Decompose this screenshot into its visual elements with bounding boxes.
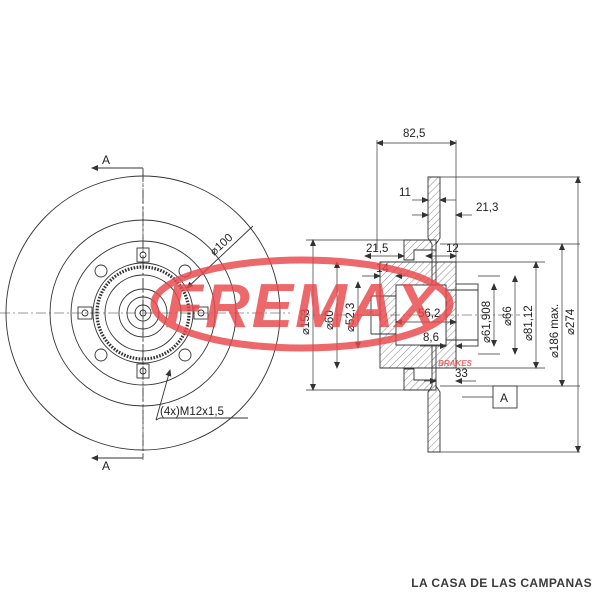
- front-view: [0, 165, 290, 461]
- section-label-bottom: A: [102, 459, 110, 473]
- hat-section-top: [403, 239, 437, 261]
- footer-credit: LA CASA DE LAS CAMPANAS: [411, 576, 592, 590]
- dim-disc-thickness: 11: [399, 187, 411, 199]
- side-view: [300, 176, 520, 453]
- datum-label: A: [500, 391, 508, 405]
- dim-dia-274: ⌀274: [565, 308, 577, 335]
- dim-hat-12: 12: [446, 243, 459, 255]
- dim-overall-width: 82,5: [403, 128, 425, 140]
- dim-bore-8-6: 8,6: [423, 332, 439, 344]
- bolt-leader: [155, 417, 248, 421]
- dim-dia-52-3: ⌀52,3: [345, 303, 357, 332]
- datum-box: [492, 385, 518, 409]
- dim-bore-56-2: 56,2: [418, 308, 440, 320]
- fremax-watermark: FREMAX BRAKES: [150, 256, 473, 368]
- section-label-top: A: [102, 153, 110, 167]
- dim-dia-186: ⌀186 max.: [549, 304, 561, 358]
- dim-dia-66: ⌀66: [502, 306, 514, 326]
- pcd-label: ⌀100: [208, 232, 235, 258]
- dim-dia-81-12: ⌀81,12: [523, 305, 535, 341]
- dim-offset-21-5: 21,5: [366, 243, 388, 255]
- hat-section-bottom: [403, 368, 437, 391]
- pcd-leader: [186, 225, 254, 289]
- dim-dia-60: ⌀60: [324, 310, 336, 330]
- dim-flange-33: 33: [455, 368, 468, 380]
- dim-dia-61-908: ⌀61,908: [481, 301, 493, 343]
- watermark-brand: FREMAX: [165, 272, 440, 341]
- watermark-sub: BRAKES: [438, 359, 472, 368]
- bolt-label: (4x)M12x1,5: [160, 406, 224, 418]
- dim-offset-21-3: 21,3: [476, 202, 498, 214]
- dim-dia-153: ⌀153: [300, 309, 312, 335]
